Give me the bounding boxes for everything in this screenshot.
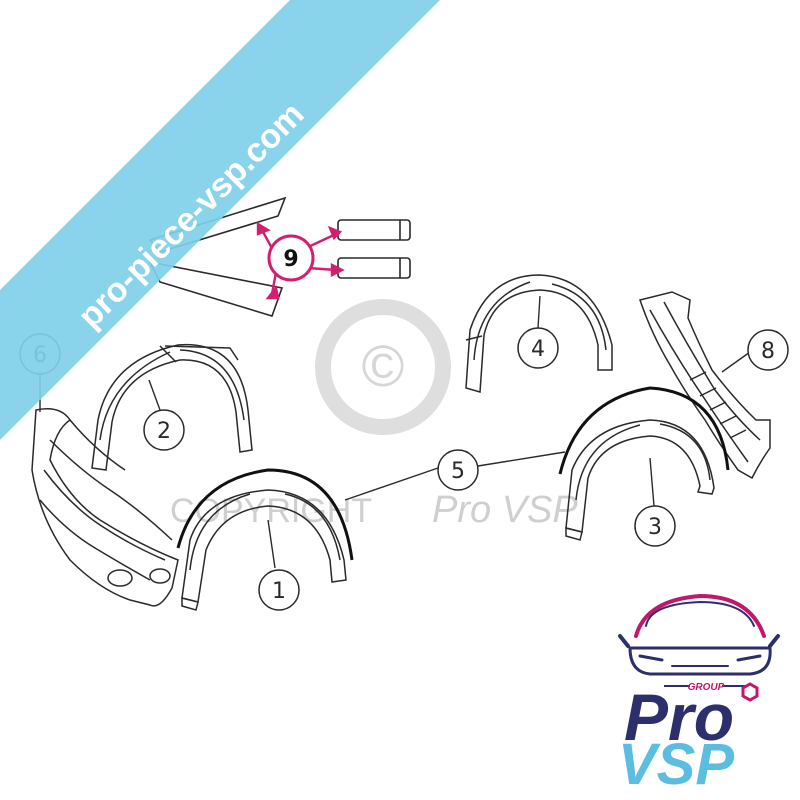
part-2-number: 2: [157, 419, 171, 444]
part-1-number: 1: [272, 579, 286, 604]
logo-group-text: GROUP: [688, 682, 725, 693]
copyright-text: COPYRIGHT: [170, 492, 372, 530]
part-4-callout: 4: [517, 327, 559, 369]
part-8-callout: 8: [747, 329, 789, 371]
part-5-callout: 5: [437, 449, 479, 491]
part-3-rear-right-arch: [565, 419, 715, 541]
part-9-number: 9: [283, 247, 298, 272]
part-4-number: 4: [531, 337, 545, 362]
part-4-rear-left-arch: [465, 274, 613, 393]
part-6-front-bumper: [31, 408, 179, 607]
part-1-callout: 1: [258, 569, 300, 611]
seal-front: [176, 468, 354, 561]
part-8-number: 8: [761, 339, 775, 364]
leader-lines: [39, 295, 751, 569]
hexagon-bolt-icon: [741, 682, 759, 702]
part-5-wheel-arch-seals: [176, 386, 730, 561]
car-outline-icon: [618, 594, 780, 676]
logo-vsp-text: VSP: [618, 732, 734, 797]
logo-pro-text: Pro: [624, 680, 734, 754]
part-3-callout: 3: [634, 505, 676, 547]
part-3-number: 3: [648, 515, 662, 540]
part-8-rear-bumper: [639, 291, 771, 480]
part-2-front-left-arch: [91, 343, 253, 471]
copyright-symbol: ©: [362, 334, 405, 399]
provsp-logo: GROUP Pro VSP: [618, 594, 780, 797]
part-5-number: 5: [451, 459, 465, 484]
copyright-brand: Pro VSP: [432, 489, 578, 531]
seal-rear: [558, 386, 730, 475]
part-1-front-right-arch: [181, 489, 347, 611]
part-2-callout: 2: [143, 409, 185, 451]
part-9-callout: 9: [256, 221, 345, 300]
